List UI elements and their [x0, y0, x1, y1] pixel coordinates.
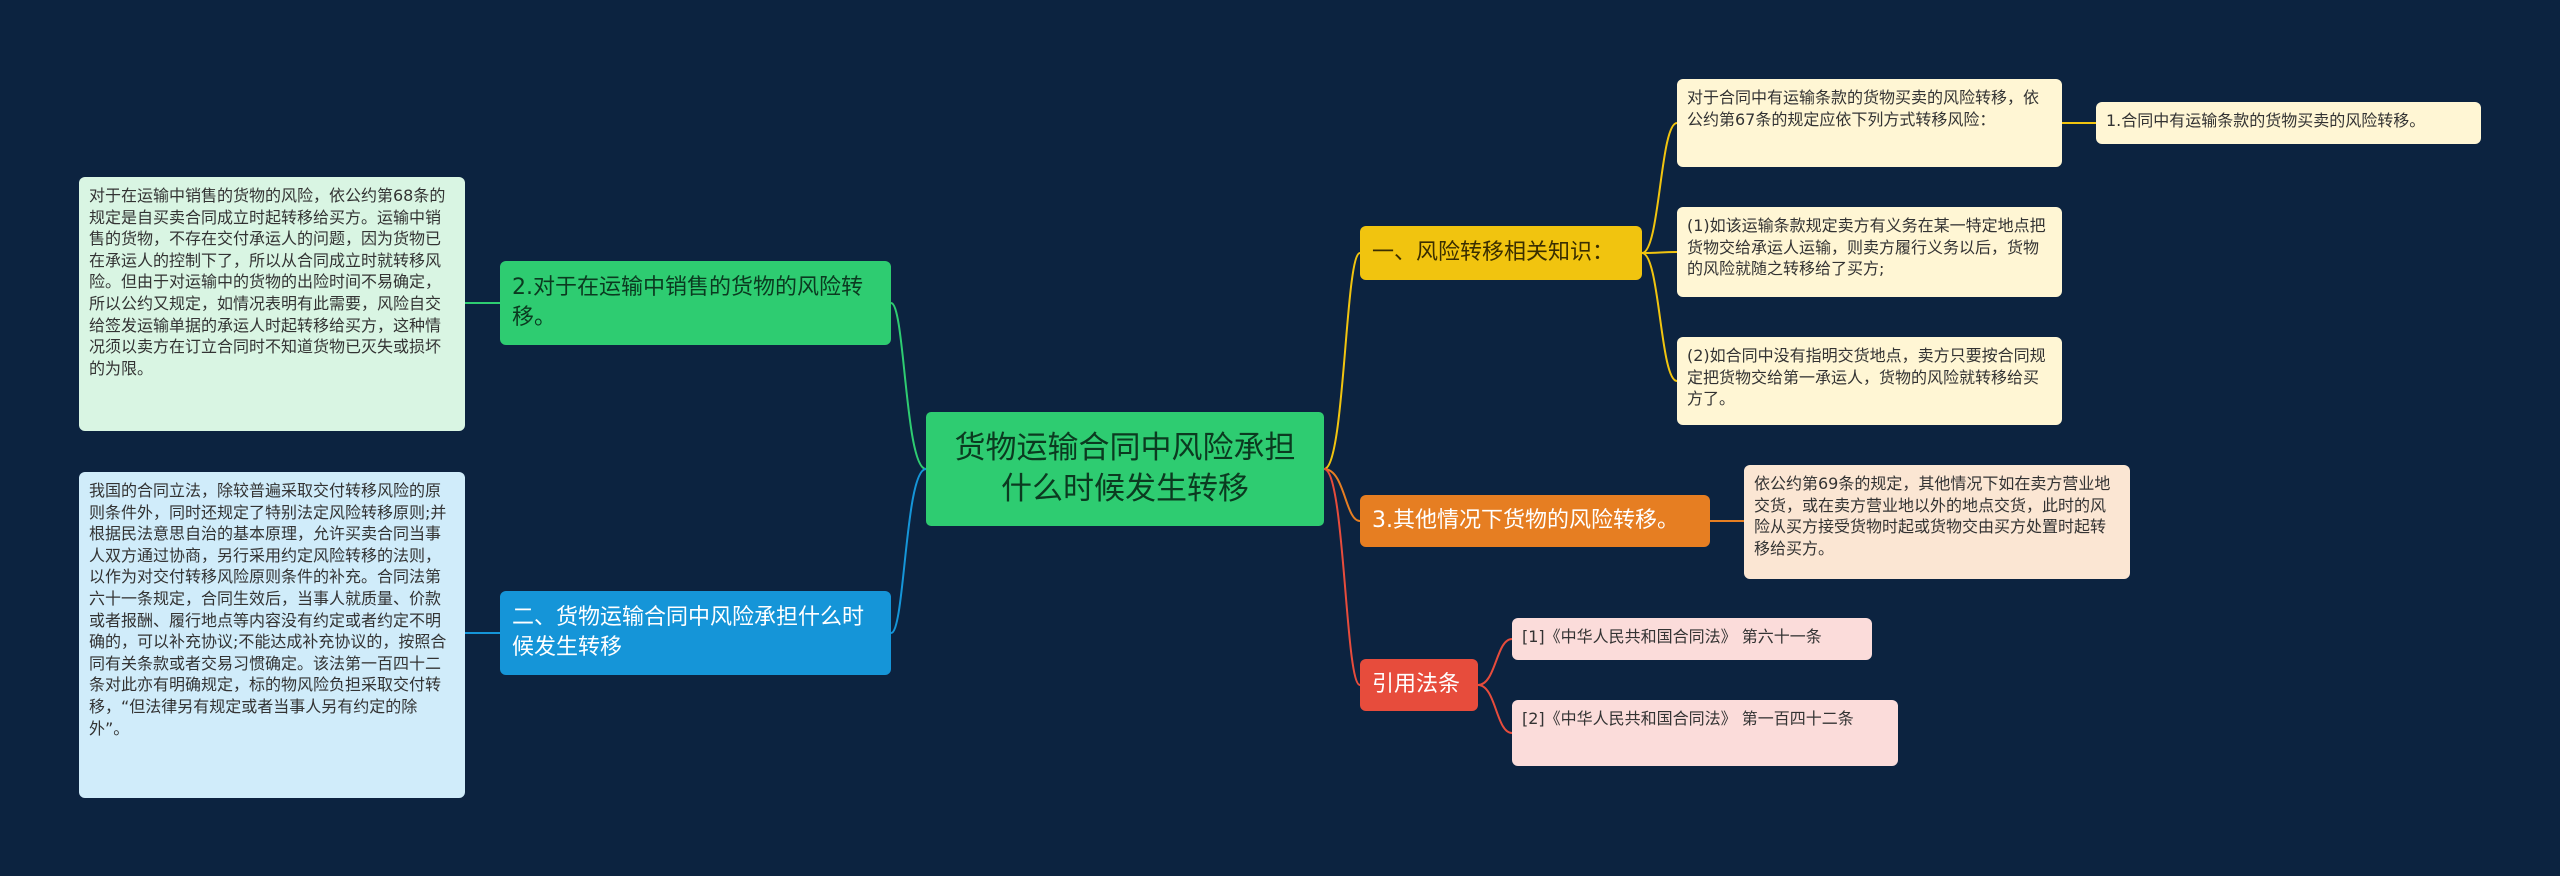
link-root-left1 — [890, 302, 927, 470]
leaf-specific-place[interactable]: (1)如该运输条款规定卖方有义务在某一特定地点把货物交给承运人运输，则卖方履行义… — [1677, 207, 2062, 297]
branch-other-cases[interactable]: 3.其他情况下货物的风险转移。 — [1360, 495, 1710, 547]
branch-risk-knowledge[interactable]: 一、风险转移相关知识： — [1360, 226, 1642, 280]
link-right3-leaf2 — [1477, 684, 1513, 734]
leaf-citation-61[interactable]: [1]《中华人民共和国合同法》 第六十一条 — [1512, 618, 1872, 660]
branch-risk-transfer-time-text: 二、货物运输合同中风险承担什么时候发生转移 — [512, 605, 865, 660]
branch-other-cases-text: 3.其他情况下货物的风险转移。 — [1372, 508, 1679, 534]
leaf-article-67-summary-text: 1.合同中有运输条款的货物买卖的风险转移。 — [2106, 111, 2426, 130]
branch-transport-sale-risk[interactable]: 2.对于在运输中销售的货物的风险转移。 — [500, 261, 891, 345]
leaf-transport-sale-detail[interactable]: 对于在运输中销售的货物的风险，依公约第68条的规定是自买卖合同成立时起转移给买方… — [79, 177, 465, 431]
leaf-contract-law-detail[interactable]: 我国的合同立法，除较普遍采取交付转移风险的原则条件外，同时还规定了特别法定风险转… — [79, 472, 465, 798]
leaf-transport-sale-detail-text: 对于在运输中销售的货物的风险，依公约第68条的规定是自买卖合同成立时起转移给买方… — [89, 186, 446, 378]
leaf-article-67-summary[interactable]: 1.合同中有运输条款的货物买卖的风险转移。 — [2096, 102, 2481, 144]
leaf-specific-place-text: (1)如该运输条款规定卖方有义务在某一特定地点把货物交给承运人运输，则卖方履行义… — [1687, 216, 2046, 279]
link-right1-leaf3 — [1641, 252, 1678, 382]
leaf-article-69[interactable]: 依公约第69条的规定，其他情况下如在卖方营业地交货，或在卖方营业地以外的地点交货… — [1744, 465, 2130, 579]
link-root-right3 — [1323, 468, 1361, 686]
leaf-first-carrier[interactable]: (2)如合同中没有指明交货地点，卖方只要按合同规定把货物交给第一承运人，货物的风… — [1677, 337, 2062, 425]
leaf-citation-142[interactable]: [2]《中华人民共和国合同法》 第一百四十二条 — [1512, 700, 1898, 766]
leaf-contract-law-detail-text: 我国的合同立法，除较普遍采取交付转移风险的原则条件外，同时还规定了特别法定风险转… — [89, 481, 447, 738]
branch-cited-law-text: 引用法条 — [1372, 672, 1461, 698]
leaf-article-69-text: 依公约第69条的规定，其他情况下如在卖方营业地交货，或在卖方营业地以外的地点交货… — [1754, 474, 2111, 558]
leaf-article-67-text: 对于合同中有运输条款的货物买卖的风险转移，依公约第67条的规定应依下列方式转移风… — [1687, 88, 2040, 129]
link-root-right1 — [1323, 252, 1361, 470]
link-root-right2 — [1323, 468, 1361, 522]
root-topic[interactable]: 货物运输合同中风险承担什么时候发生转移 — [926, 412, 1324, 526]
link-right1-leaf1 — [1641, 122, 1678, 254]
leaf-citation-142-text: [2]《中华人民共和国合同法》 第一百四十二条 — [1522, 709, 1854, 728]
leaf-citation-61-text: [1]《中华人民共和国合同法》 第六十一条 — [1522, 627, 1822, 646]
leaf-first-carrier-text: (2)如合同中没有指明交货地点，卖方只要按合同规定把货物交给第一承运人，货物的风… — [1687, 346, 2046, 409]
branch-transport-sale-risk-text: 2.对于在运输中销售的货物的风险转移。 — [512, 275, 863, 330]
branch-risk-transfer-time[interactable]: 二、货物运输合同中风险承担什么时候发生转移 — [500, 591, 891, 675]
leaf-article-67[interactable]: 对于合同中有运输条款的货物买卖的风险转移，依公约第67条的规定应依下列方式转移风… — [1677, 79, 2062, 167]
link-right3-leaf1 — [1477, 638, 1513, 686]
branch-risk-knowledge-text: 一、风险转移相关知识： — [1372, 240, 1615, 266]
link-root-left2 — [890, 468, 927, 634]
branch-cited-law[interactable]: 引用法条 — [1360, 659, 1478, 711]
root-topic-text: 货物运输合同中风险承担什么时候发生转移 — [954, 430, 1296, 507]
link-right1-leaf2 — [1641, 251, 1678, 254]
